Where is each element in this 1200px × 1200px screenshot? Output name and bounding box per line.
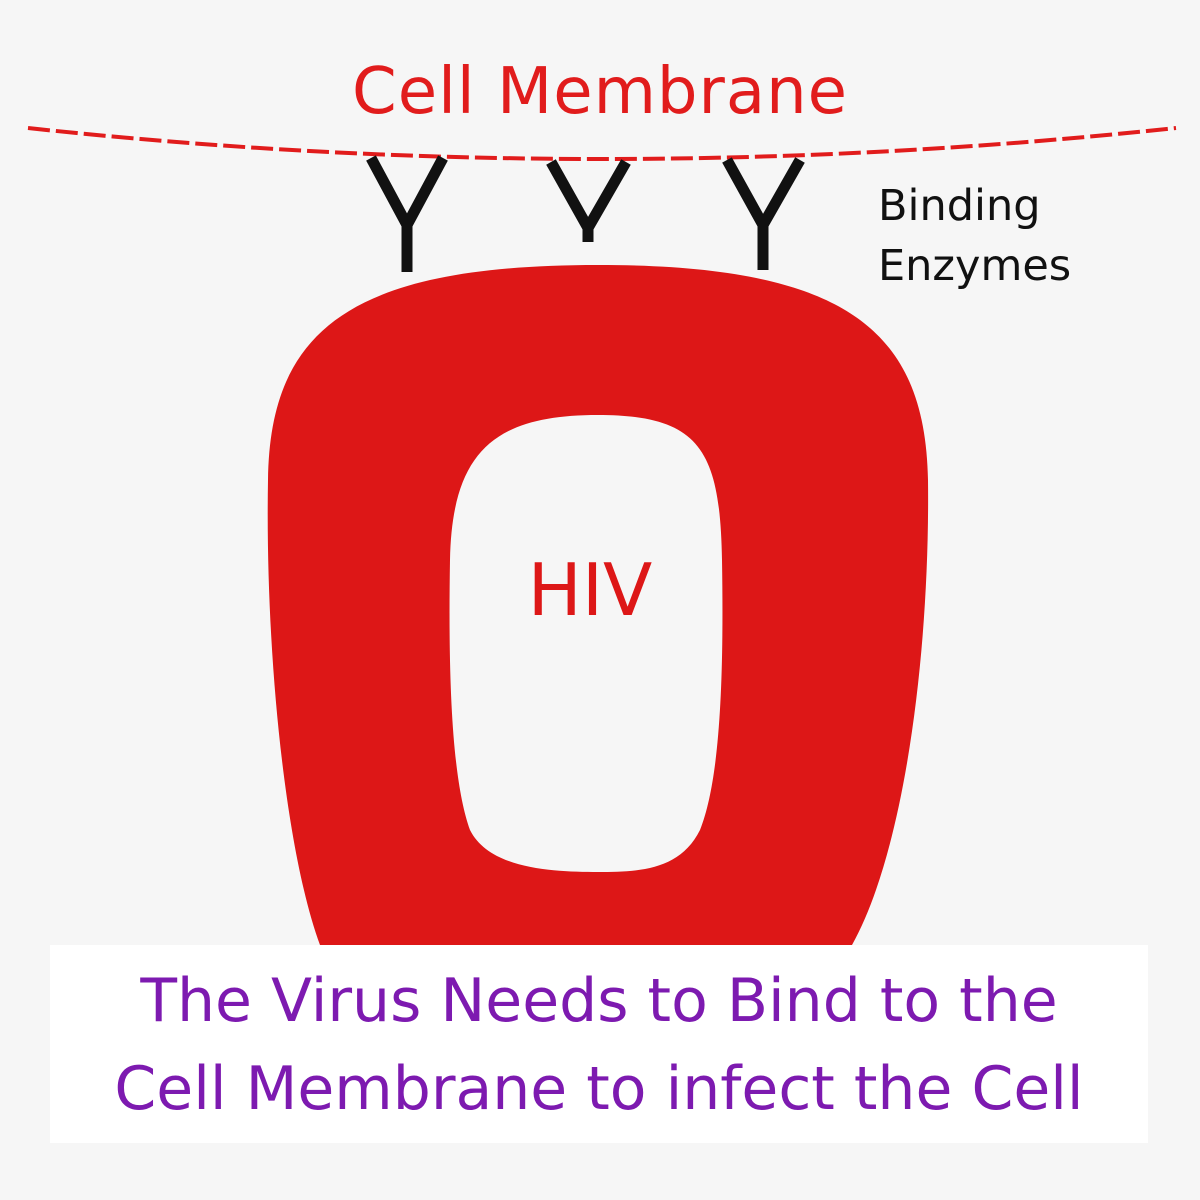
binding-enzymes-label: Binding Enzymes <box>878 176 1071 296</box>
caption-line2: Cell Membrane to infect the Cell <box>114 1054 1084 1124</box>
binding-enzyme-right <box>722 157 805 270</box>
cell-membrane-label: Cell Membrane <box>352 55 848 129</box>
hiv-virus-shape <box>267 265 929 945</box>
binding-enzymes-label-line1: Binding <box>878 181 1041 231</box>
hiv-label: HIV <box>527 548 653 632</box>
caption-text: The Virus Needs to Bind to the Cell Memb… <box>50 957 1148 1133</box>
cell-membrane-line <box>27 126 1177 161</box>
binding-enzymes-label-line2: Enzymes <box>878 241 1072 291</box>
binding-enzyme-middle <box>546 159 631 242</box>
binding-enzyme-left <box>366 155 448 272</box>
caption-line1: The Virus Needs to Bind to the <box>140 966 1058 1036</box>
caption-box: The Virus Needs to Bind to the Cell Memb… <box>50 945 1148 1143</box>
